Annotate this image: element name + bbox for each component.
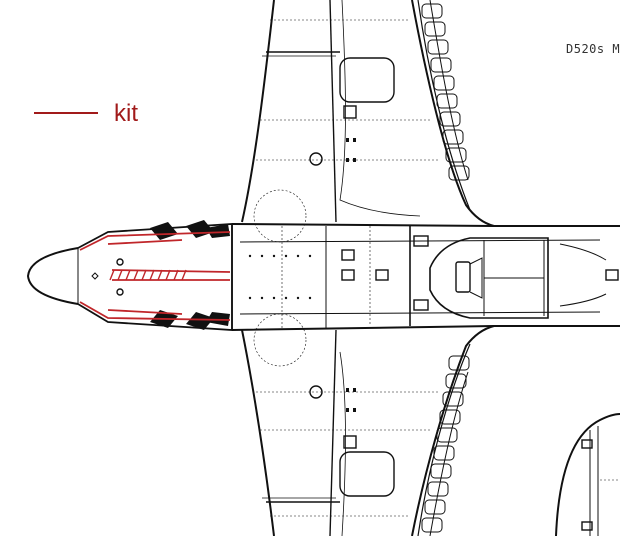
legend-kit-label: kit: [114, 100, 138, 127]
upper-wing: [241, 0, 495, 243]
lower-wing: [241, 313, 495, 536]
tail-fragment: [555, 413, 620, 536]
exhaust-kit-highlight: [79, 220, 231, 330]
fuselage: [26, 223, 620, 331]
drawing-title: D520s M: [566, 42, 620, 56]
legend-kit-line: [34, 112, 98, 114]
legend: kit: [32, 98, 162, 128]
